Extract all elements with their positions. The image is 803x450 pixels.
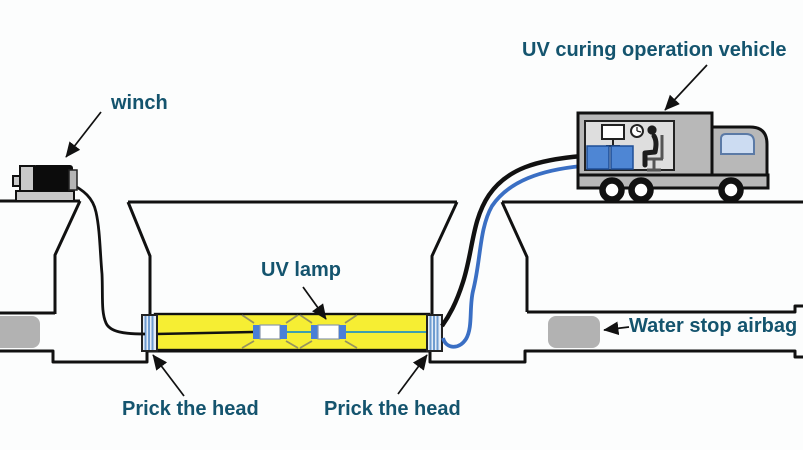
- wheel-2: [628, 177, 654, 203]
- wheel-1: [599, 177, 625, 203]
- pipe-channel-lines: [0, 304, 803, 364]
- label-arrows: [65, 64, 708, 397]
- operator-chair: [646, 135, 664, 172]
- uv-lamp-label: UV lamp: [261, 259, 342, 281]
- truck-cable-blue: [441, 164, 583, 349]
- winch: [12, 165, 78, 202]
- winch-drum: [33, 165, 73, 191]
- pipe-top-right: [527, 304, 803, 314]
- equipment-box-1: [586, 145, 610, 170]
- equipment-box-2: [610, 145, 634, 170]
- clock-hands: [636, 127, 642, 133]
- water-stop-airbag-left: [0, 316, 40, 348]
- winch-cable-in-pipe: [155, 330, 254, 336]
- vehicle-label: UV curing operation vehicle: [522, 39, 787, 61]
- uv-curing-vehicle: [576, 111, 770, 203]
- wheel-3: [718, 177, 744, 203]
- winch-flange: [68, 169, 78, 191]
- airbag-arrow: [603, 321, 630, 336]
- prick-head-left-label: Prick the head: [122, 398, 259, 420]
- truck-cables: [440, 153, 583, 349]
- prick-head-packer-left: [141, 314, 158, 352]
- prick-head-packer-right: [426, 314, 443, 352]
- water-stop-airbag-right: [548, 316, 600, 348]
- prick-right-leader: [397, 354, 428, 395]
- prick-head-right-label: Prick the head: [324, 398, 461, 420]
- monitor-icon: [601, 124, 625, 140]
- operator-person: [642, 125, 659, 168]
- water-stop-airbag-label: Water stop airbag: [629, 315, 798, 337]
- winch-cable: [68, 181, 146, 336]
- vehicle-arrow: [664, 64, 708, 111]
- uv-lamp-arrow: [302, 286, 327, 320]
- winch-label: winch: [111, 92, 168, 114]
- uv-lamp-2: [311, 324, 346, 340]
- winch-base: [15, 190, 75, 202]
- right-manhole-left-wall: [430, 201, 459, 315]
- right-manhole: [430, 201, 529, 315]
- uv-light-rays: [241, 314, 358, 349]
- ground-surface-lines: [0, 199, 803, 204]
- left-manhole: [53, 200, 152, 316]
- left-manhole-left-wall: [53, 200, 82, 314]
- winch-arrow: [65, 111, 102, 158]
- truck-cable-black: [440, 153, 583, 328]
- right-manhole-right-wall: [500, 201, 529, 312]
- left-manhole-right-wall: [126, 201, 152, 316]
- truck-cab-window: [720, 133, 755, 155]
- pipe-bottom-profile: [0, 349, 803, 364]
- uv-lamp-1: [253, 324, 287, 340]
- prick-left-leader: [152, 354, 185, 397]
